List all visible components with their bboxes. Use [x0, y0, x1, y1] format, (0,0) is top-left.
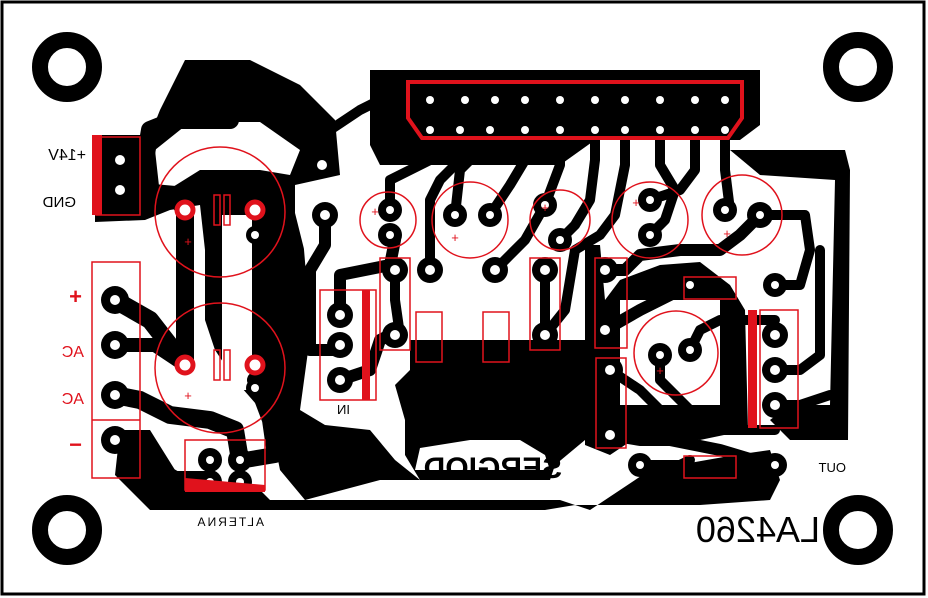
plus-label: +	[69, 284, 82, 309]
supply-label: +14V	[48, 147, 86, 164]
capacitor-c1	[359, 191, 417, 249]
mounting-holes	[32, 32, 893, 565]
ac-label-2: AC	[62, 391, 84, 408]
polarity-marks: + + + + + + + +	[184, 195, 731, 403]
svg-text:+: +	[632, 195, 640, 210]
ground-pour-bottom	[115, 430, 780, 510]
pads	[101, 89, 788, 494]
svg-text:+: +	[184, 234, 192, 249]
ac-label-1: AC	[62, 344, 84, 361]
silkscreen	[91, 80, 799, 492]
capacitor-c2	[431, 181, 509, 259]
board-labels: +14V GND + AC AC − ALTERNA IN OUT SERGIO…	[43, 147, 847, 550]
svg-text:+: +	[656, 363, 664, 378]
mounting-hole-bottom-right	[823, 495, 893, 565]
filter-capacitor-2	[154, 302, 286, 434]
input-label: IN	[337, 402, 350, 417]
author-label: SERGIOD	[424, 452, 562, 485]
capacitor-c3	[529, 189, 591, 251]
svg-text:+: +	[541, 200, 549, 215]
capacitor-c5	[701, 174, 783, 256]
chip-label: LA4260	[696, 509, 820, 550]
mounting-hole-top-right	[823, 32, 893, 102]
capacitor-c6	[633, 310, 719, 396]
svg-text:+: +	[723, 226, 731, 241]
minus-label: −	[69, 432, 82, 457]
capacitor-c4	[611, 181, 689, 259]
svg-text:+: +	[451, 230, 459, 245]
gnd-label: GND	[43, 194, 77, 211]
ground-pour-right	[730, 150, 850, 440]
filter-capacitor-1	[154, 146, 286, 278]
svg-text:+: +	[371, 204, 379, 219]
mounting-hole-top-left	[32, 32, 102, 102]
ic-outline	[406, 80, 744, 140]
svg-text:+: +	[184, 388, 192, 403]
mounting-hole-bottom-left	[32, 495, 102, 565]
output-label: OUT	[819, 460, 847, 475]
alterna-label: ALTERNA	[196, 515, 264, 529]
